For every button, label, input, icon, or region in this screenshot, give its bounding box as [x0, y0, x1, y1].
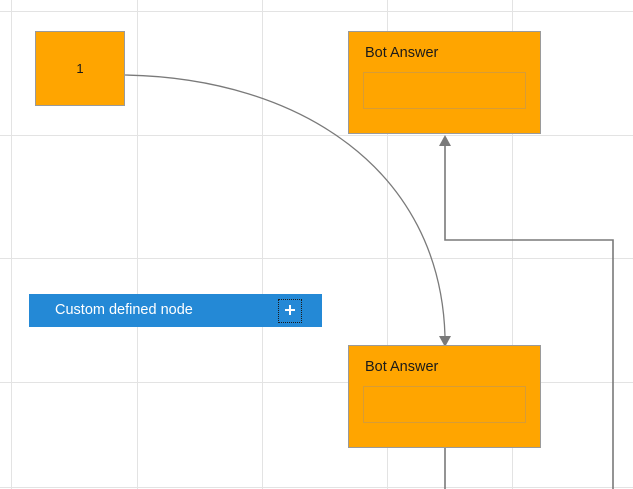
node-title: Bot Answer: [365, 359, 439, 375]
plus-icon[interactable]: [278, 298, 302, 323]
custom-defined-node-bar[interactable]: Custom defined node: [29, 294, 322, 327]
node-answer-slot[interactable]: [363, 385, 526, 423]
node-index-label: 1: [76, 61, 84, 76]
arrowhead-up-icon: [439, 135, 451, 146]
node-answer-slot[interactable]: [363, 71, 526, 109]
edge-curved-node1-to-bot-answer-bottom[interactable]: [124, 74, 451, 347]
arrowhead-down-icon: [439, 336, 451, 347]
node-bot-answer-top[interactable]: Bot Answer: [348, 31, 541, 134]
node-title: Bot Answer: [365, 45, 439, 61]
node-square-1[interactable]: 1: [35, 31, 125, 106]
node-bot-answer-bottom[interactable]: Bot Answer: [348, 345, 541, 448]
custom-defined-node-label: Custom defined node: [55, 302, 193, 319]
edge-ortho-to-bot-answer-top[interactable]: [439, 135, 614, 489]
